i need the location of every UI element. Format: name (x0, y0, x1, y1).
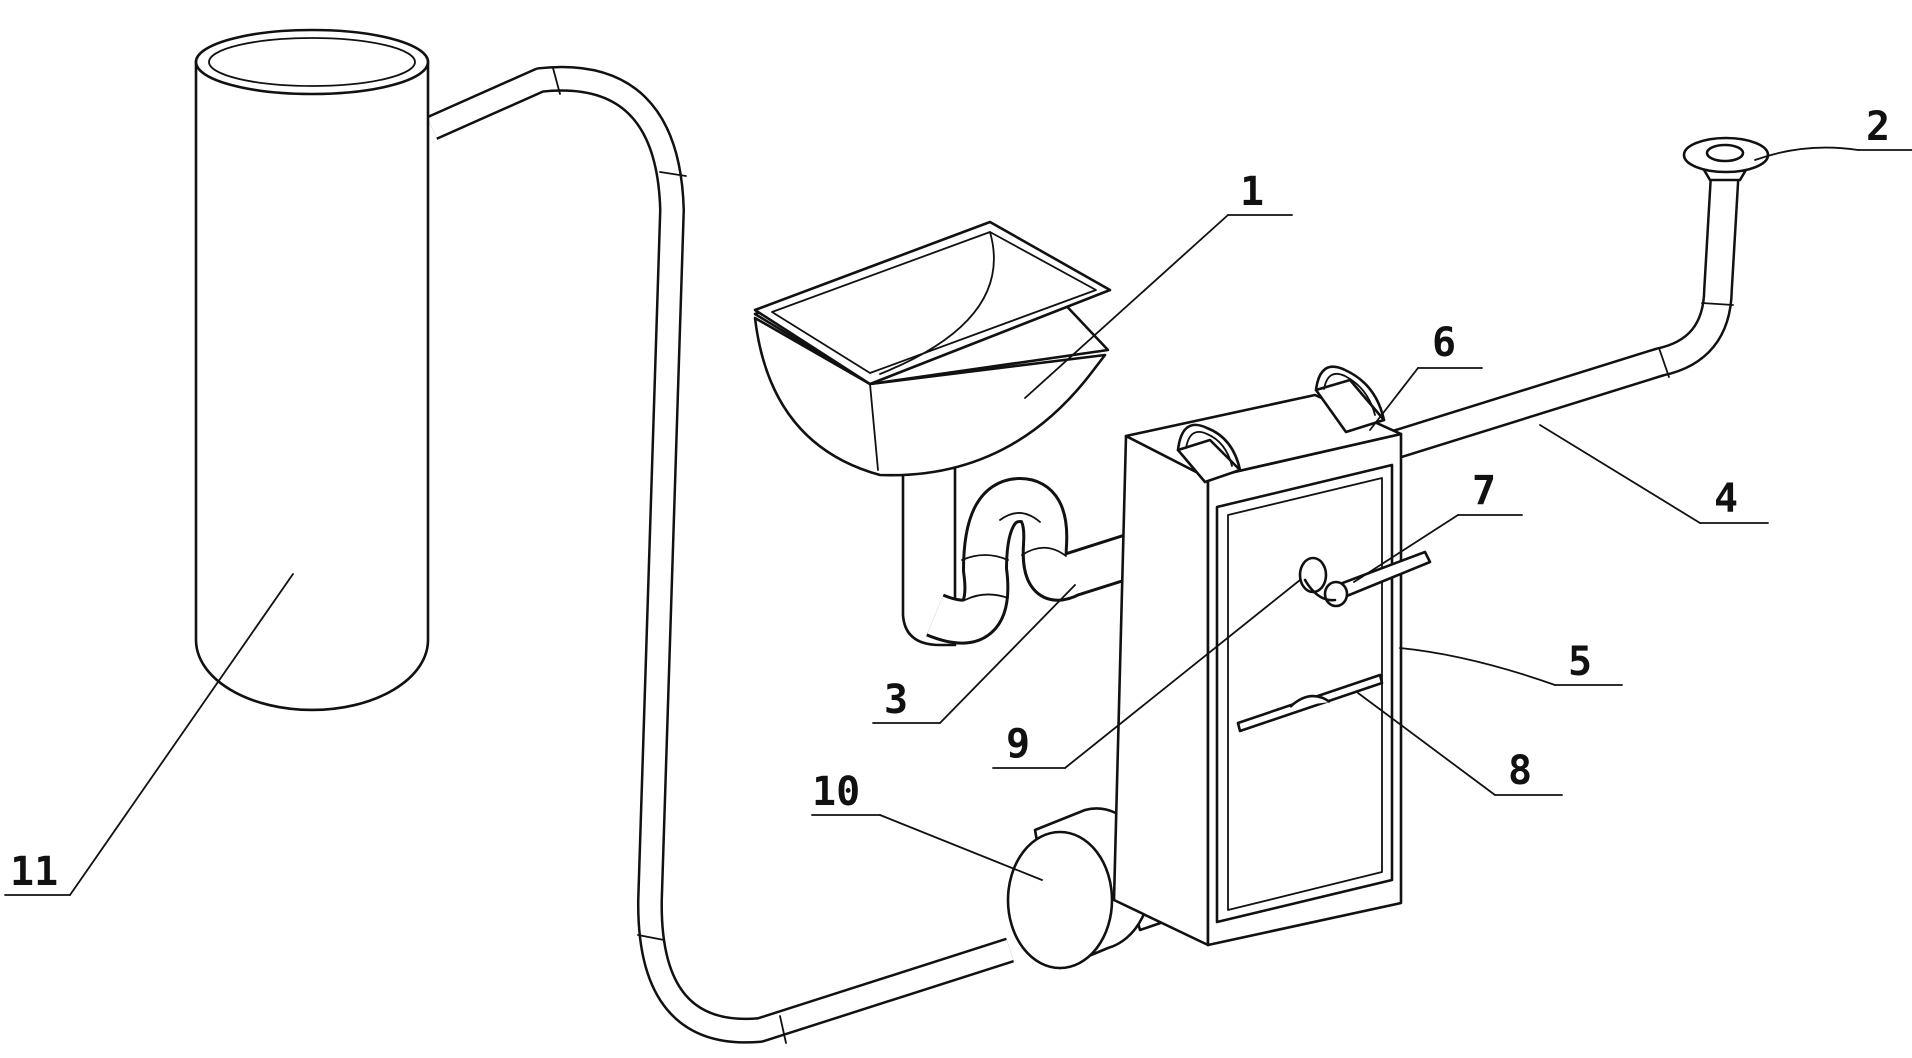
part-labels: 1 2 3 4 5 6 7 8 9 10 11 (10, 104, 1890, 895)
door-slot (1236, 673, 1384, 733)
exhaust-pipe (1373, 136, 1770, 465)
label-2: 2 (1866, 104, 1890, 150)
main-box (1112, 393, 1403, 947)
label-10: 10 (812, 769, 860, 815)
label-3: 3 (884, 677, 908, 723)
label-6: 6 (1432, 320, 1456, 366)
label-11: 11 (10, 849, 58, 895)
label-8: 8 (1508, 748, 1532, 794)
leader-lines (4, 146, 1912, 896)
cylindrical-tank (194, 28, 430, 712)
connecting-pipe (426, 65, 1014, 1044)
label-4: 4 (1714, 476, 1738, 522)
label-7: 7 (1472, 468, 1496, 514)
lifting-lug-right (1314, 365, 1386, 434)
label-1: 1 (1240, 169, 1264, 215)
label-9: 9 (1006, 721, 1030, 767)
door-handle (1298, 550, 1432, 608)
feed-hopper (753, 220, 1112, 647)
label-5: 5 (1568, 639, 1592, 685)
lifting-lug-left (1176, 423, 1242, 484)
